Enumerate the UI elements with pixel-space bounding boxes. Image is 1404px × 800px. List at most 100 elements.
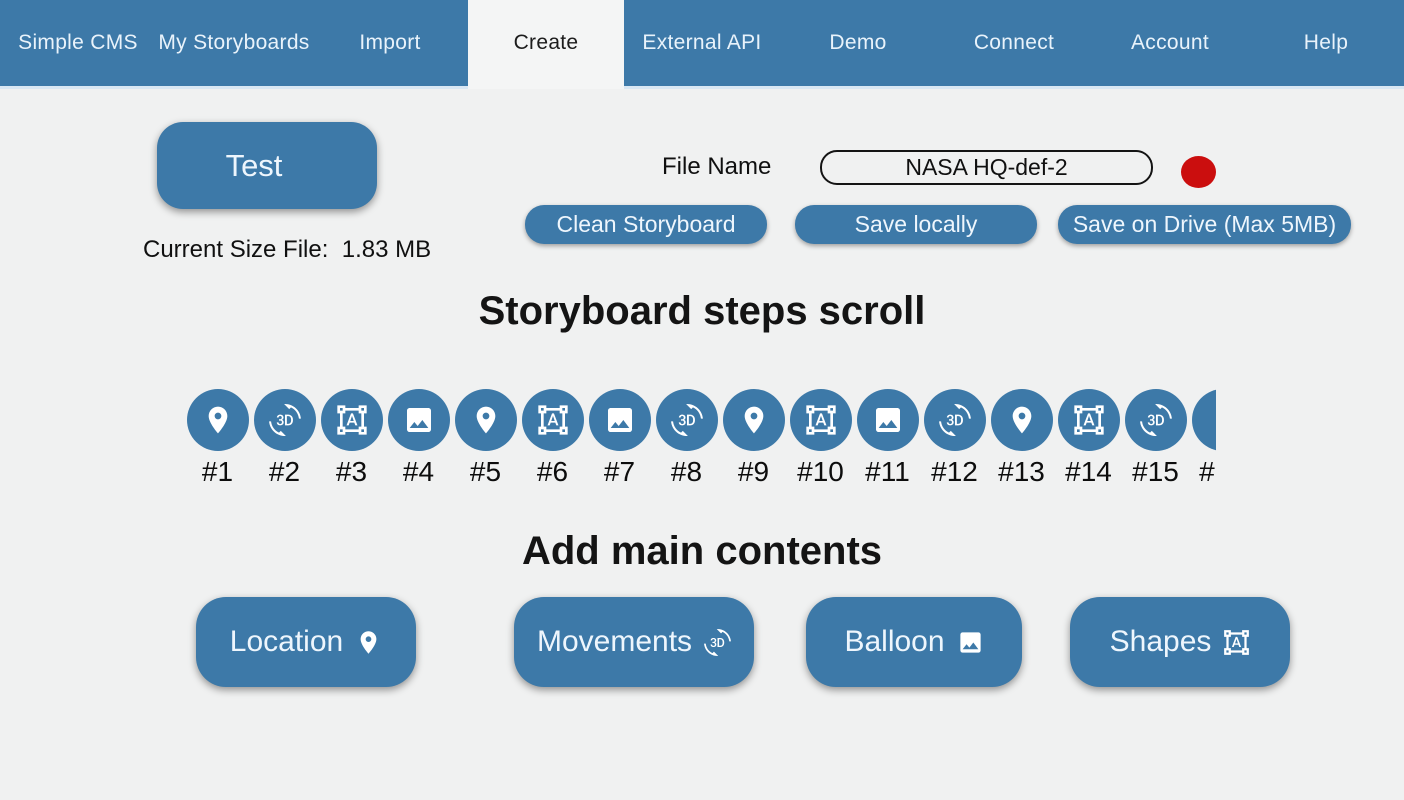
step-circle[interactable] xyxy=(990,389,1053,451)
steps-section-title: Storyboard steps scroll xyxy=(478,289,926,333)
step-label: #13 xyxy=(998,456,1045,487)
step-circle[interactable] xyxy=(789,389,852,451)
location-pin-icon xyxy=(1006,404,1038,436)
storyboard-step-1[interactable]: #1 xyxy=(186,389,249,488)
storyboard-step-14[interactable]: #14 xyxy=(1057,389,1120,488)
step-label: #12 xyxy=(931,456,978,487)
storyboard-step-15[interactable]: #15 xyxy=(1124,389,1187,488)
nav-item-create[interactable]: Create xyxy=(468,0,624,86)
create-page: Test Current Size File: 1.83 MB File Nam… xyxy=(0,89,1404,797)
step-circle[interactable] xyxy=(1057,389,1120,451)
nav-item-connect[interactable]: Connect xyxy=(973,31,1055,54)
storyboard-step-9[interactable]: #9 xyxy=(722,389,785,488)
step-label: #16 xyxy=(1199,456,1216,487)
storyboard-step-4[interactable]: #4 xyxy=(387,389,450,488)
step-label: #2 xyxy=(268,456,301,487)
step-circle[interactable] xyxy=(1124,389,1187,451)
file-name-label: File Name xyxy=(662,153,772,180)
3d-rotation-icon xyxy=(268,404,301,436)
add-location-button[interactable]: Location xyxy=(196,597,416,687)
nav-item-external-api[interactable]: External API xyxy=(642,31,762,54)
format-shapes-icon xyxy=(537,404,569,436)
step-circle[interactable] xyxy=(588,389,651,451)
image-icon xyxy=(872,404,904,436)
step-circle[interactable] xyxy=(722,389,785,451)
step-circle[interactable] xyxy=(923,389,986,451)
format-shapes-icon xyxy=(336,404,368,436)
step-label: #9 xyxy=(737,456,770,487)
test-button[interactable]: Test xyxy=(157,122,377,209)
save-locally-button[interactable]: Save locally xyxy=(795,205,1037,244)
step-circle[interactable] xyxy=(387,389,450,451)
step-label: #10 xyxy=(797,456,844,487)
step-circle[interactable] xyxy=(186,389,249,451)
clean-storyboard-button[interactable]: Clean Storyboard xyxy=(525,205,767,244)
add-movements-button[interactable]: Movements xyxy=(514,597,754,687)
test-button-label: Test xyxy=(225,147,283,183)
storyboard-step-13[interactable]: #13 xyxy=(990,389,1053,488)
button-label: Balloon xyxy=(844,625,945,658)
add-balloon-button[interactable]: Balloon xyxy=(806,597,1022,687)
contents-section-title: Add main contents xyxy=(521,529,883,573)
image-icon xyxy=(403,404,435,436)
nav-item-simple-cms[interactable]: Simple CMS xyxy=(18,31,138,54)
nav-item-demo[interactable]: Demo xyxy=(829,31,887,54)
storyboard-step-7[interactable]: #7 xyxy=(588,389,651,488)
top-navigation: Simple CMS My Storyboards Import Create Exte… xyxy=(0,0,1404,89)
format-shapes-icon xyxy=(1073,404,1105,436)
button-label: Shapes xyxy=(1109,625,1212,658)
button-label: Location xyxy=(229,625,344,658)
3d-rotation-icon xyxy=(938,404,971,436)
3d-rotation-icon xyxy=(704,628,731,656)
button-label: Movements xyxy=(536,625,693,658)
step-label: #4 xyxy=(402,456,435,487)
storyboard-step-8[interactable]: #8 xyxy=(655,389,718,488)
step-circle[interactable] xyxy=(320,389,383,451)
step-circle[interactable] xyxy=(856,389,919,451)
current-size-label: Current Size File: xyxy=(143,236,329,263)
storyboard-step-10[interactable]: #10 xyxy=(789,389,852,488)
step-label: #1 xyxy=(201,456,234,487)
format-shapes-icon xyxy=(805,404,837,436)
step-label: #15 xyxy=(1132,456,1179,487)
location-pin-icon xyxy=(202,404,234,436)
step-circle[interactable] xyxy=(655,389,718,451)
storyboard-step-16[interactable]: #16 xyxy=(1191,389,1216,488)
storyboard-step-6[interactable]: #6 xyxy=(521,389,584,488)
step-label: #8 xyxy=(670,456,703,487)
current-size-value: 1.83 MB xyxy=(341,236,432,263)
3d-rotation-icon xyxy=(1139,404,1172,436)
storyboard-step-2[interactable]: #2 xyxy=(253,389,316,488)
image-icon xyxy=(604,404,636,436)
format-shapes-icon xyxy=(1223,629,1250,656)
location-pin-icon xyxy=(355,629,382,656)
record-dot-icon xyxy=(1181,156,1216,188)
step-label: #3 xyxy=(335,456,368,487)
storyboard-step-3[interactable]: #3 xyxy=(320,389,383,488)
step-label: #6 xyxy=(536,456,569,487)
nav-item-import[interactable]: Import xyxy=(359,31,421,54)
step-circle[interactable] xyxy=(521,389,584,451)
add-shapes-button[interactable]: Shapes xyxy=(1070,597,1290,687)
3d-rotation-icon xyxy=(670,404,703,436)
nav-item-account[interactable]: Account xyxy=(1131,31,1209,54)
image-icon xyxy=(957,629,984,656)
step-label: #14 xyxy=(1065,456,1112,487)
storyboard-step-11[interactable]: #11 xyxy=(856,389,919,488)
step-label: #5 xyxy=(469,456,502,487)
location-pin-icon xyxy=(470,404,502,436)
step-circle[interactable] xyxy=(454,389,517,451)
location-pin-icon xyxy=(738,404,770,436)
step-label: #7 xyxy=(603,456,636,487)
storyboard-step-12[interactable]: #12 xyxy=(923,389,986,488)
step-circle[interactable] xyxy=(253,389,316,451)
step-circle[interactable] xyxy=(1191,389,1216,451)
nav-item-my-storyboards[interactable]: My Storyboards xyxy=(158,31,310,54)
storyboard-steps-scroll[interactable]: #1 #2 #3 #4 #5 #6 #7 #8 #9 #10 #11 #12 #13 #14 #15 #16 xyxy=(186,389,1216,493)
current-size-text: Current Size File: 1.83 MB xyxy=(143,236,431,292)
save-on-drive-max-5mb-button[interactable]: Save on Drive (Max 5MB) xyxy=(1058,205,1351,244)
storyboard-step-5[interactable]: #5 xyxy=(454,389,517,488)
nav-item-help[interactable]: Help xyxy=(1303,31,1349,54)
step-label: #11 xyxy=(865,456,910,487)
file-name-input[interactable] xyxy=(820,150,1153,185)
